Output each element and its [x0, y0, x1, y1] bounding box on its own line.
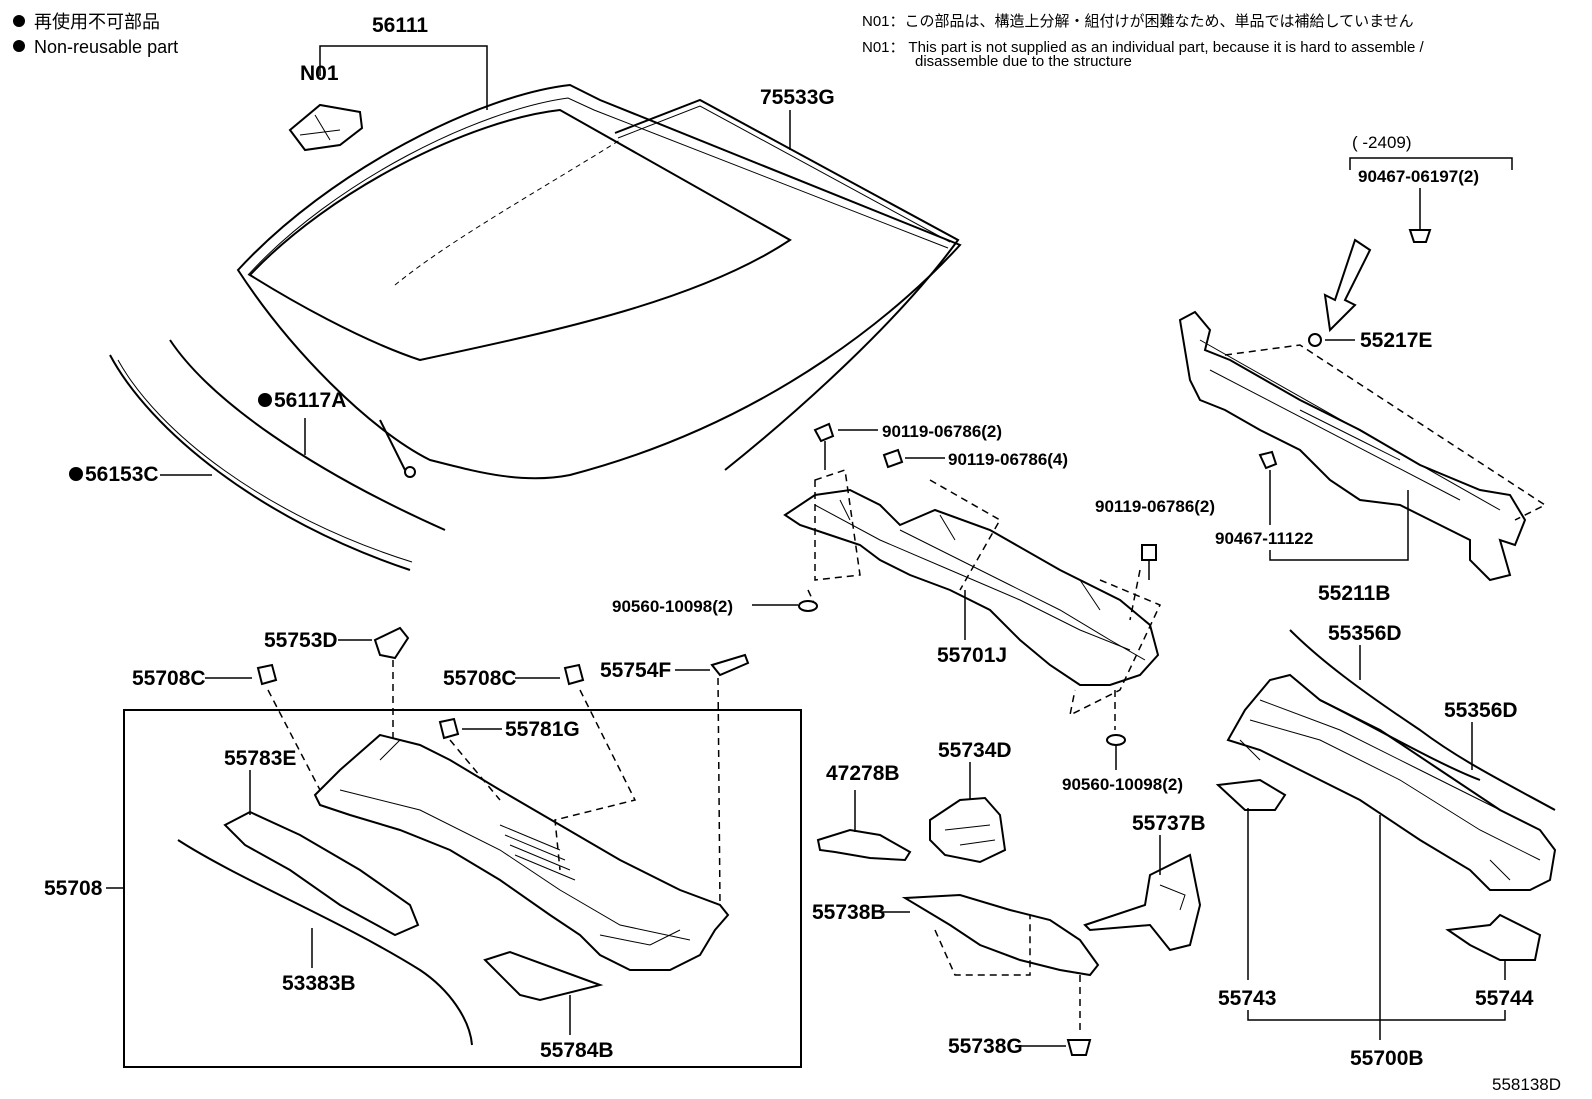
- label-55738G: 55738G: [948, 1035, 1023, 1058]
- non-reusable-mark-icon: [69, 467, 83, 481]
- label-55743: 55743: [1218, 987, 1276, 1010]
- weatherstrip: [614, 98, 960, 471]
- label-56117A: 56117A: [274, 389, 346, 412]
- legend-label-ja: 再使用不可部品: [34, 12, 160, 32]
- non-reusable-mark-icon: [258, 393, 272, 407]
- label-55211B: 55211B: [1318, 582, 1390, 605]
- note-ja: N01：この部品は、構造上分解・組付けが困難なため、単品では補給していません: [862, 13, 1414, 30]
- label-55708C-b: 55708C: [443, 667, 517, 690]
- label-90119-06786-4: 90119-06786(4): [948, 450, 1068, 469]
- panel-55738B: [901, 893, 1100, 977]
- label-55754F: 55754F: [600, 659, 671, 682]
- label-55708: 55708: [44, 877, 103, 900]
- bracket-55734D: [929, 796, 1007, 864]
- label-75533G: 75533G: [760, 86, 835, 109]
- diagram-reference-number: 558138D: [1492, 1075, 1561, 1094]
- label-90467-06197: 90467-06197(2): [1358, 167, 1479, 186]
- label-55784B: 55784B: [540, 1039, 614, 1062]
- label-55356D-b: 55356D: [1444, 699, 1518, 722]
- cowl-seal: [223, 810, 420, 937]
- mirror-bracket: [288, 103, 364, 152]
- legend-bullet-icon: [13, 40, 25, 52]
- label-47278B: 47278B: [826, 762, 900, 785]
- label-55700B: 55700B: [1350, 1047, 1424, 1070]
- label-90560-10098-2a: 90560-10098(2): [612, 597, 733, 616]
- label-55708C-a: 55708C: [132, 667, 206, 690]
- label-55781G: 55781G: [505, 718, 580, 741]
- molding-strips: [109, 339, 446, 571]
- bracket-55743: [1215, 778, 1287, 811]
- label-55744: 55744: [1475, 987, 1534, 1010]
- label-55737B: 55737B: [1132, 812, 1206, 835]
- label-53383B: 53383B: [282, 972, 356, 995]
- windshield-glass: [236, 83, 962, 480]
- bracket-55737B: [1083, 853, 1202, 952]
- bracket-47278B: [816, 828, 912, 862]
- label-90119-06786-2b: 90119-06786(2): [1095, 497, 1215, 516]
- cowl-rubber-strip: [177, 839, 473, 1046]
- label-56153C: 56153C: [85, 463, 159, 486]
- legend-bullet-icon: [13, 15, 25, 27]
- label-55783E: 55783E: [224, 747, 296, 770]
- label-90467-11122: 90467-11122: [1215, 529, 1313, 548]
- cowl-brace-upper: [1178, 310, 1527, 582]
- bracket-55744: [1445, 913, 1542, 961]
- cowl-panel: [1226, 673, 1557, 891]
- label-55753D: 55753D: [264, 629, 338, 652]
- label-90119-06786-2a: 90119-06786(2): [882, 422, 1002, 441]
- label-55701J: 55701J: [937, 644, 1007, 667]
- note-en-line1: N01： This part is not supplied as an ind…: [862, 39, 1425, 56]
- cowl-panel-seal-1: [1289, 629, 1556, 811]
- label-55217E: 55217E: [1360, 329, 1432, 352]
- label-n01: N01: [300, 62, 339, 85]
- cowl-side-panel: [483, 950, 604, 1002]
- legend: 再使用不可部品 Non-reusable part: [13, 12, 178, 57]
- label-55734D: 55734D: [938, 739, 1012, 762]
- range-note: ( -2409): [1352, 133, 1412, 152]
- label-56111: 56111: [372, 14, 428, 37]
- label-55356D-a: 55356D: [1328, 622, 1402, 645]
- label-55738B: 55738B: [812, 901, 886, 924]
- note-block: N01：この部品は、構造上分解・組付けが困難なため、単品では補給していません N…: [862, 13, 1425, 70]
- legend-label-en: Non-reusable part: [34, 37, 178, 57]
- cowl-panel-seal-2: [1319, 699, 1481, 781]
- label-90560-10098-2b: 90560-10098(2): [1062, 775, 1183, 794]
- note-en-line2: disassemble due to the structure: [915, 53, 1132, 70]
- cowl-louver: [313, 733, 730, 971]
